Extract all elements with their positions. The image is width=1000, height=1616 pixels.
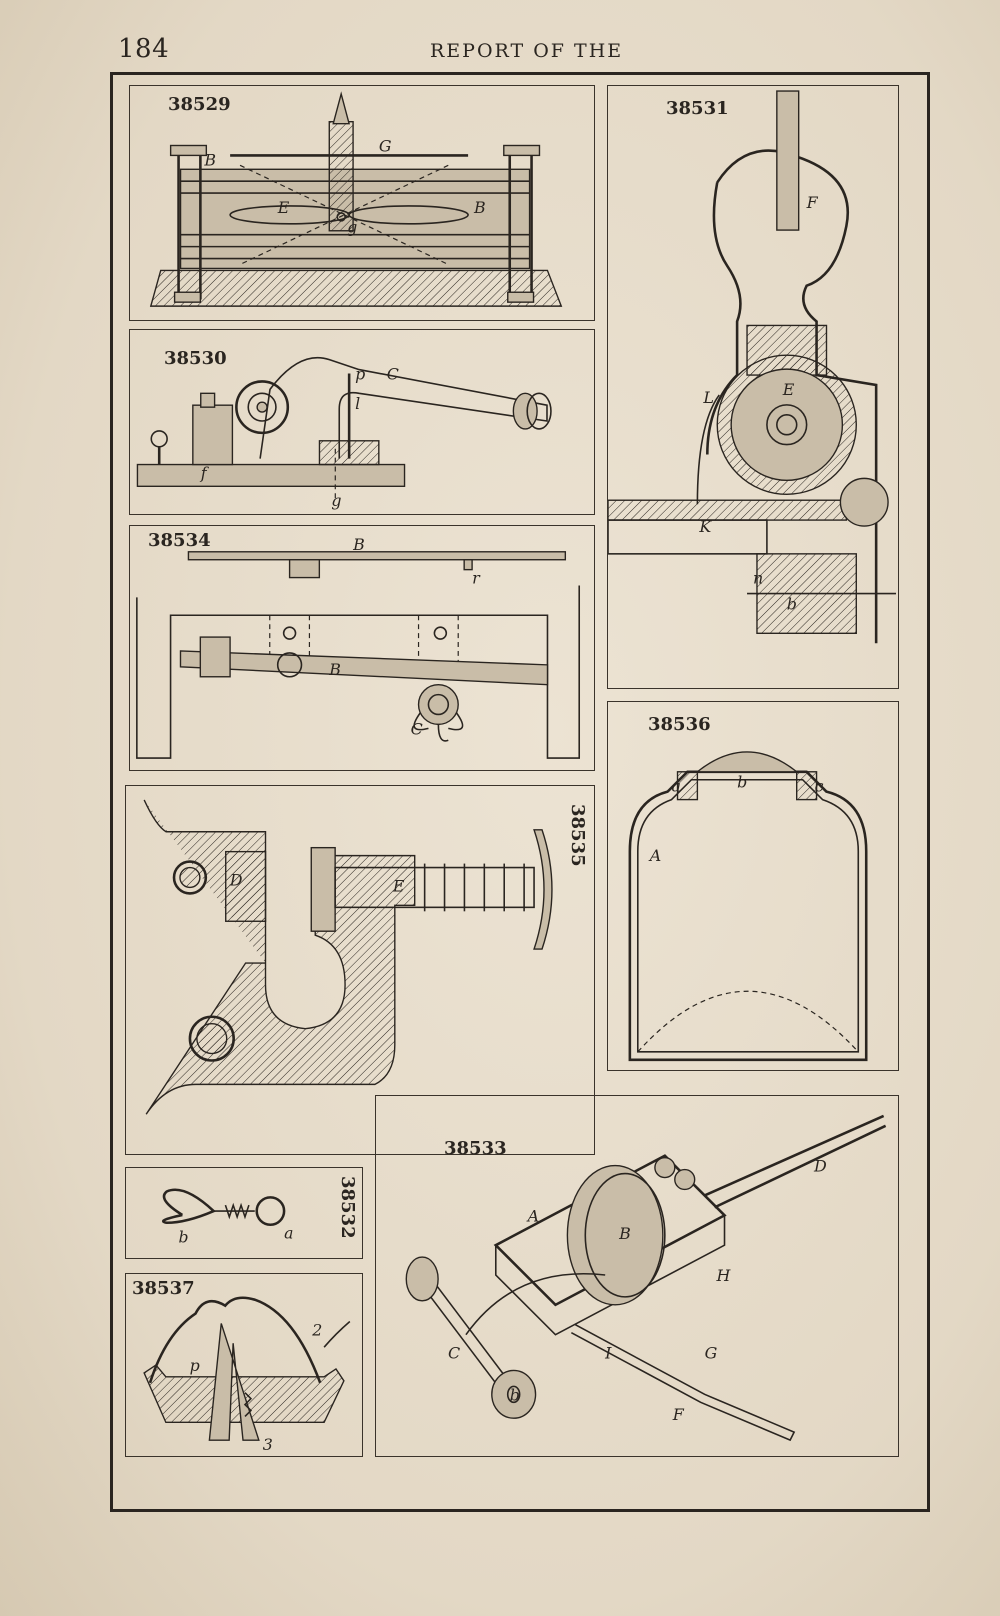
page-number: 184 (118, 34, 170, 64)
running-title: REPORT OF THE (430, 40, 624, 62)
fig-38529-letter-G: G (379, 136, 392, 155)
figure-38532-number: 38532 (337, 1176, 358, 1239)
figure-38535-number: 38535 (567, 804, 588, 867)
figure-38532-drawing: b a (162, 1188, 293, 1246)
figure-38530-number: 38530 (164, 348, 227, 369)
fig-38531-letter-F: F (806, 193, 819, 212)
fig-38537-letter-p: p (190, 1356, 200, 1375)
fig-38536-letter-A: A (648, 846, 661, 865)
figure-38532: b a 38532 (125, 1167, 363, 1259)
fig-38533-letter-C: C (448, 1344, 460, 1363)
fig-38529-letter-E: E (277, 198, 290, 217)
figure-38530: p C l f g 38530 (129, 329, 595, 515)
figure-38534-number: 38534 (148, 530, 211, 551)
fig-38531-letter-K: K (698, 517, 712, 536)
fig-38534-letter-r: r (472, 569, 481, 588)
figure-38534-drawing: B r B C (136, 535, 581, 759)
figure-38536-number: 38536 (648, 714, 711, 735)
fig-38533-letter-F: F (672, 1405, 685, 1424)
fig-38533-letter-b: b (510, 1385, 520, 1404)
fig-38531-letter-b: b (787, 594, 797, 613)
fig-38530-letter-p: p (355, 364, 365, 383)
figure-38529-number: 38529 (168, 94, 231, 115)
fig-38537-letter-2: 2 (311, 1320, 322, 1339)
fig-38533-letter-G: G (705, 1344, 718, 1363)
figure-38529: B G E B g 38529 (129, 85, 595, 321)
fig-38535-letter-D: D (229, 870, 243, 889)
fig-38532-letter-a: a (284, 1223, 293, 1242)
figure-38537-number: 38537 (132, 1278, 195, 1299)
figure-plate: B G E B g 38529 p C l (110, 72, 930, 1512)
figure-38535-drawing: D E (143, 799, 553, 1115)
fig-38529-letter-g: g (347, 218, 357, 237)
figure-38536-drawing: a b c A (628, 751, 868, 1062)
fig-38537-letter-3: 3 (263, 1435, 273, 1454)
figure-38529-drawing: B G E B g (149, 91, 563, 307)
fig-38533-letter-H: H (716, 1266, 732, 1285)
figure-38537: 2 p 3 38537 (125, 1273, 363, 1457)
figure-38530-drawing: p C l f g (136, 356, 552, 510)
fig-38529-letter-B1: B (203, 150, 216, 169)
figure-38531-number: 38531 (666, 98, 729, 119)
fig-38530-letter-C: C (387, 364, 399, 383)
fig-38533-letter-D: D (813, 1157, 827, 1176)
fig-38531-letter-n: n (753, 569, 763, 588)
figure-38537-drawing: 2 p 3 (143, 1296, 351, 1454)
fig-38530-letter-l: l (355, 394, 360, 413)
figure-38535: D E 38535 (125, 785, 595, 1155)
fig-38532-letter-b: b (178, 1227, 188, 1246)
fig-38531-letter-E: E (782, 380, 795, 399)
fig-38534-letter-C: C (411, 719, 423, 738)
fig-38530-letter-g: g (331, 491, 341, 510)
fig-38531-letter-L: L (702, 388, 714, 407)
fig-38536-letter-c: c (815, 777, 824, 796)
figure-38533: D A B H C I G F b 38533 (375, 1095, 899, 1457)
fig-38534-letter-B2: B (328, 660, 341, 679)
figure-38531: F L E K n b 38531 (607, 85, 899, 689)
figure-38531-drawing: F L E K n b (608, 90, 897, 644)
fig-38529-letter-B2: B (473, 198, 486, 217)
fig-38530-letter-f: f (200, 463, 210, 482)
figure-38536: a b c A 38536 (607, 701, 899, 1071)
fig-38533-letter-I: I (604, 1344, 612, 1363)
figure-38533-drawing: D A B H C I G F b (405, 1114, 887, 1442)
fig-38533-letter-B: B (618, 1224, 631, 1243)
fig-38533-letter-A: A (526, 1206, 540, 1225)
figure-38533-number: 38533 (444, 1138, 507, 1159)
fig-38534-letter-B1: B (352, 535, 365, 554)
fig-38536-letter-a: a (672, 777, 681, 796)
fig-38535-letter-E: E (392, 876, 405, 895)
fig-38536-letter-b: b (737, 773, 747, 792)
figure-38534: B r B C 38534 (129, 525, 595, 771)
